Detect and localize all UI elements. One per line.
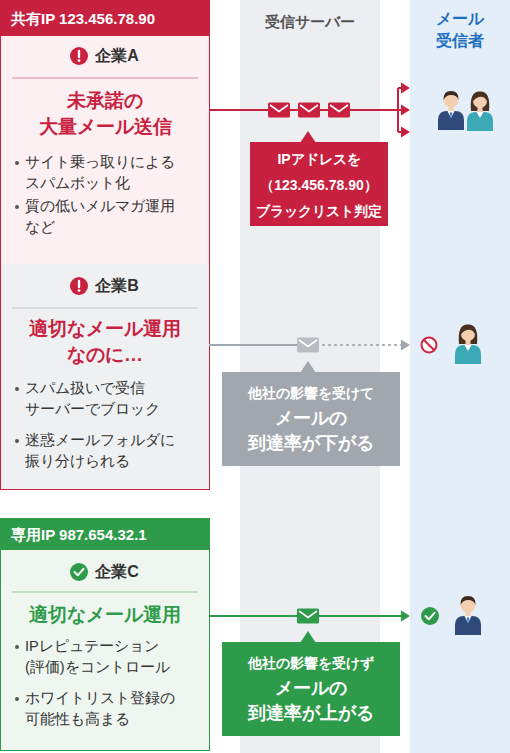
company-section: 企業A 未承諾の 大量メール送信サイト乗っ取りによる スパムボット化質の低いメルマ…	[1, 36, 209, 264]
warning-icon	[70, 277, 88, 295]
connector-line	[209, 109, 398, 111]
arrow-head	[401, 105, 410, 116]
company-name: 企業C	[1, 558, 209, 586]
company-name: 企業A	[1, 42, 209, 70]
ip-heading: 専用IP 987.654.32.1	[1, 519, 209, 550]
callout-box: IPアドレスを （123.456.78.90） ブラックリスト判定	[250, 142, 388, 226]
company-section: 企業C 適切なメール運用 IPレピュテーション (評価)をコントロールホワイトリスト…	[1, 550, 209, 750]
company-section: 企業B 適切なメール運用 なのに… スパム扱いで受信 サーバーでブロック迷惑メールフ…	[1, 264, 209, 489]
arrow-head	[401, 127, 410, 138]
person-icon	[438, 91, 464, 130]
bullet-text: 迷惑メールフォルダに 振り分けられる	[25, 430, 185, 472]
company-name: 企業B	[1, 272, 209, 300]
warning-icon	[70, 47, 88, 65]
callout-text: メールの 到達率が下がる	[222, 406, 400, 456]
recipient-column: メール 受信者	[410, 0, 510, 753]
callout-pointer	[300, 631, 316, 643]
section-divider	[12, 78, 198, 79]
envelope-icon	[297, 338, 319, 353]
ip-group-box: 共有IP 123.456.78.90 企業A 未承諾の 大量メール送信サイト乗っ取り…	[0, 0, 210, 490]
callout-box: 他社の影響を受けずメールの 到達率が上がる	[222, 642, 400, 736]
connector-line	[317, 344, 402, 346]
bullet-text: スパム扱いで受信 サーバーでブロック	[25, 378, 185, 420]
arrow-head	[401, 83, 410, 94]
bullet-text: IPレピュテーション (評価)をコントロール	[25, 636, 185, 678]
connector-line	[209, 615, 402, 617]
section-divider	[12, 592, 198, 593]
section-title: 未承諾の 大量メール送信	[10, 88, 200, 140]
connector-line	[397, 88, 399, 132]
callout-pointer	[300, 131, 316, 143]
connector-line	[209, 344, 299, 346]
callout-box: 他社の影響を受けてメールの 到達率が下がる	[222, 372, 400, 466]
person-icon	[467, 91, 493, 131]
connector-line	[398, 131, 402, 133]
bullet-text: ホワイトリスト登録の 可能性も高まる	[25, 688, 185, 730]
column-heading: 受信サーバー	[240, 10, 380, 34]
callout-text: 他社の影響を受けず	[222, 652, 400, 674]
callout-text: IPアドレスを （123.456.78.90） ブラックリスト判定	[250, 146, 388, 224]
callout-text: メールの 到達率が上がる	[222, 676, 400, 726]
callout-text: 他社の影響を受けて	[222, 382, 400, 404]
check-icon	[70, 563, 88, 581]
arrow-head	[401, 340, 410, 351]
connector-line	[398, 109, 402, 111]
section-title: 適切なメール運用	[10, 602, 200, 628]
section-divider	[12, 308, 198, 309]
envelope-icon	[298, 103, 320, 118]
person-icon	[455, 596, 481, 635]
callout-pointer	[300, 361, 316, 373]
bullet-text: サイト乗っ取りによる スパムボット化	[25, 152, 185, 194]
person-icon	[455, 324, 481, 364]
envelope-icon	[297, 609, 319, 624]
flow-arrow	[209, 83, 410, 138]
section-title: 適切なメール運用 なのに…	[10, 316, 200, 368]
arrow-head	[401, 611, 410, 622]
connector-line	[398, 87, 402, 89]
flow-arrow	[209, 611, 410, 622]
delivered-icon	[421, 607, 439, 625]
ip-heading: 共有IP 123.456.78.90	[1, 1, 209, 36]
envelope-icon	[328, 103, 350, 118]
flow-arrow	[209, 340, 410, 351]
ip-group-box: 専用IP 987.654.32.1 企業C 適切なメール運用 IPレピュテーション (…	[0, 518, 210, 751]
bullet-text: 質の低いメルマガ運用 など	[25, 196, 185, 238]
column-heading: メール 受信者	[420, 8, 500, 52]
blocked-icon	[422, 338, 437, 353]
envelope-icon	[268, 103, 290, 118]
